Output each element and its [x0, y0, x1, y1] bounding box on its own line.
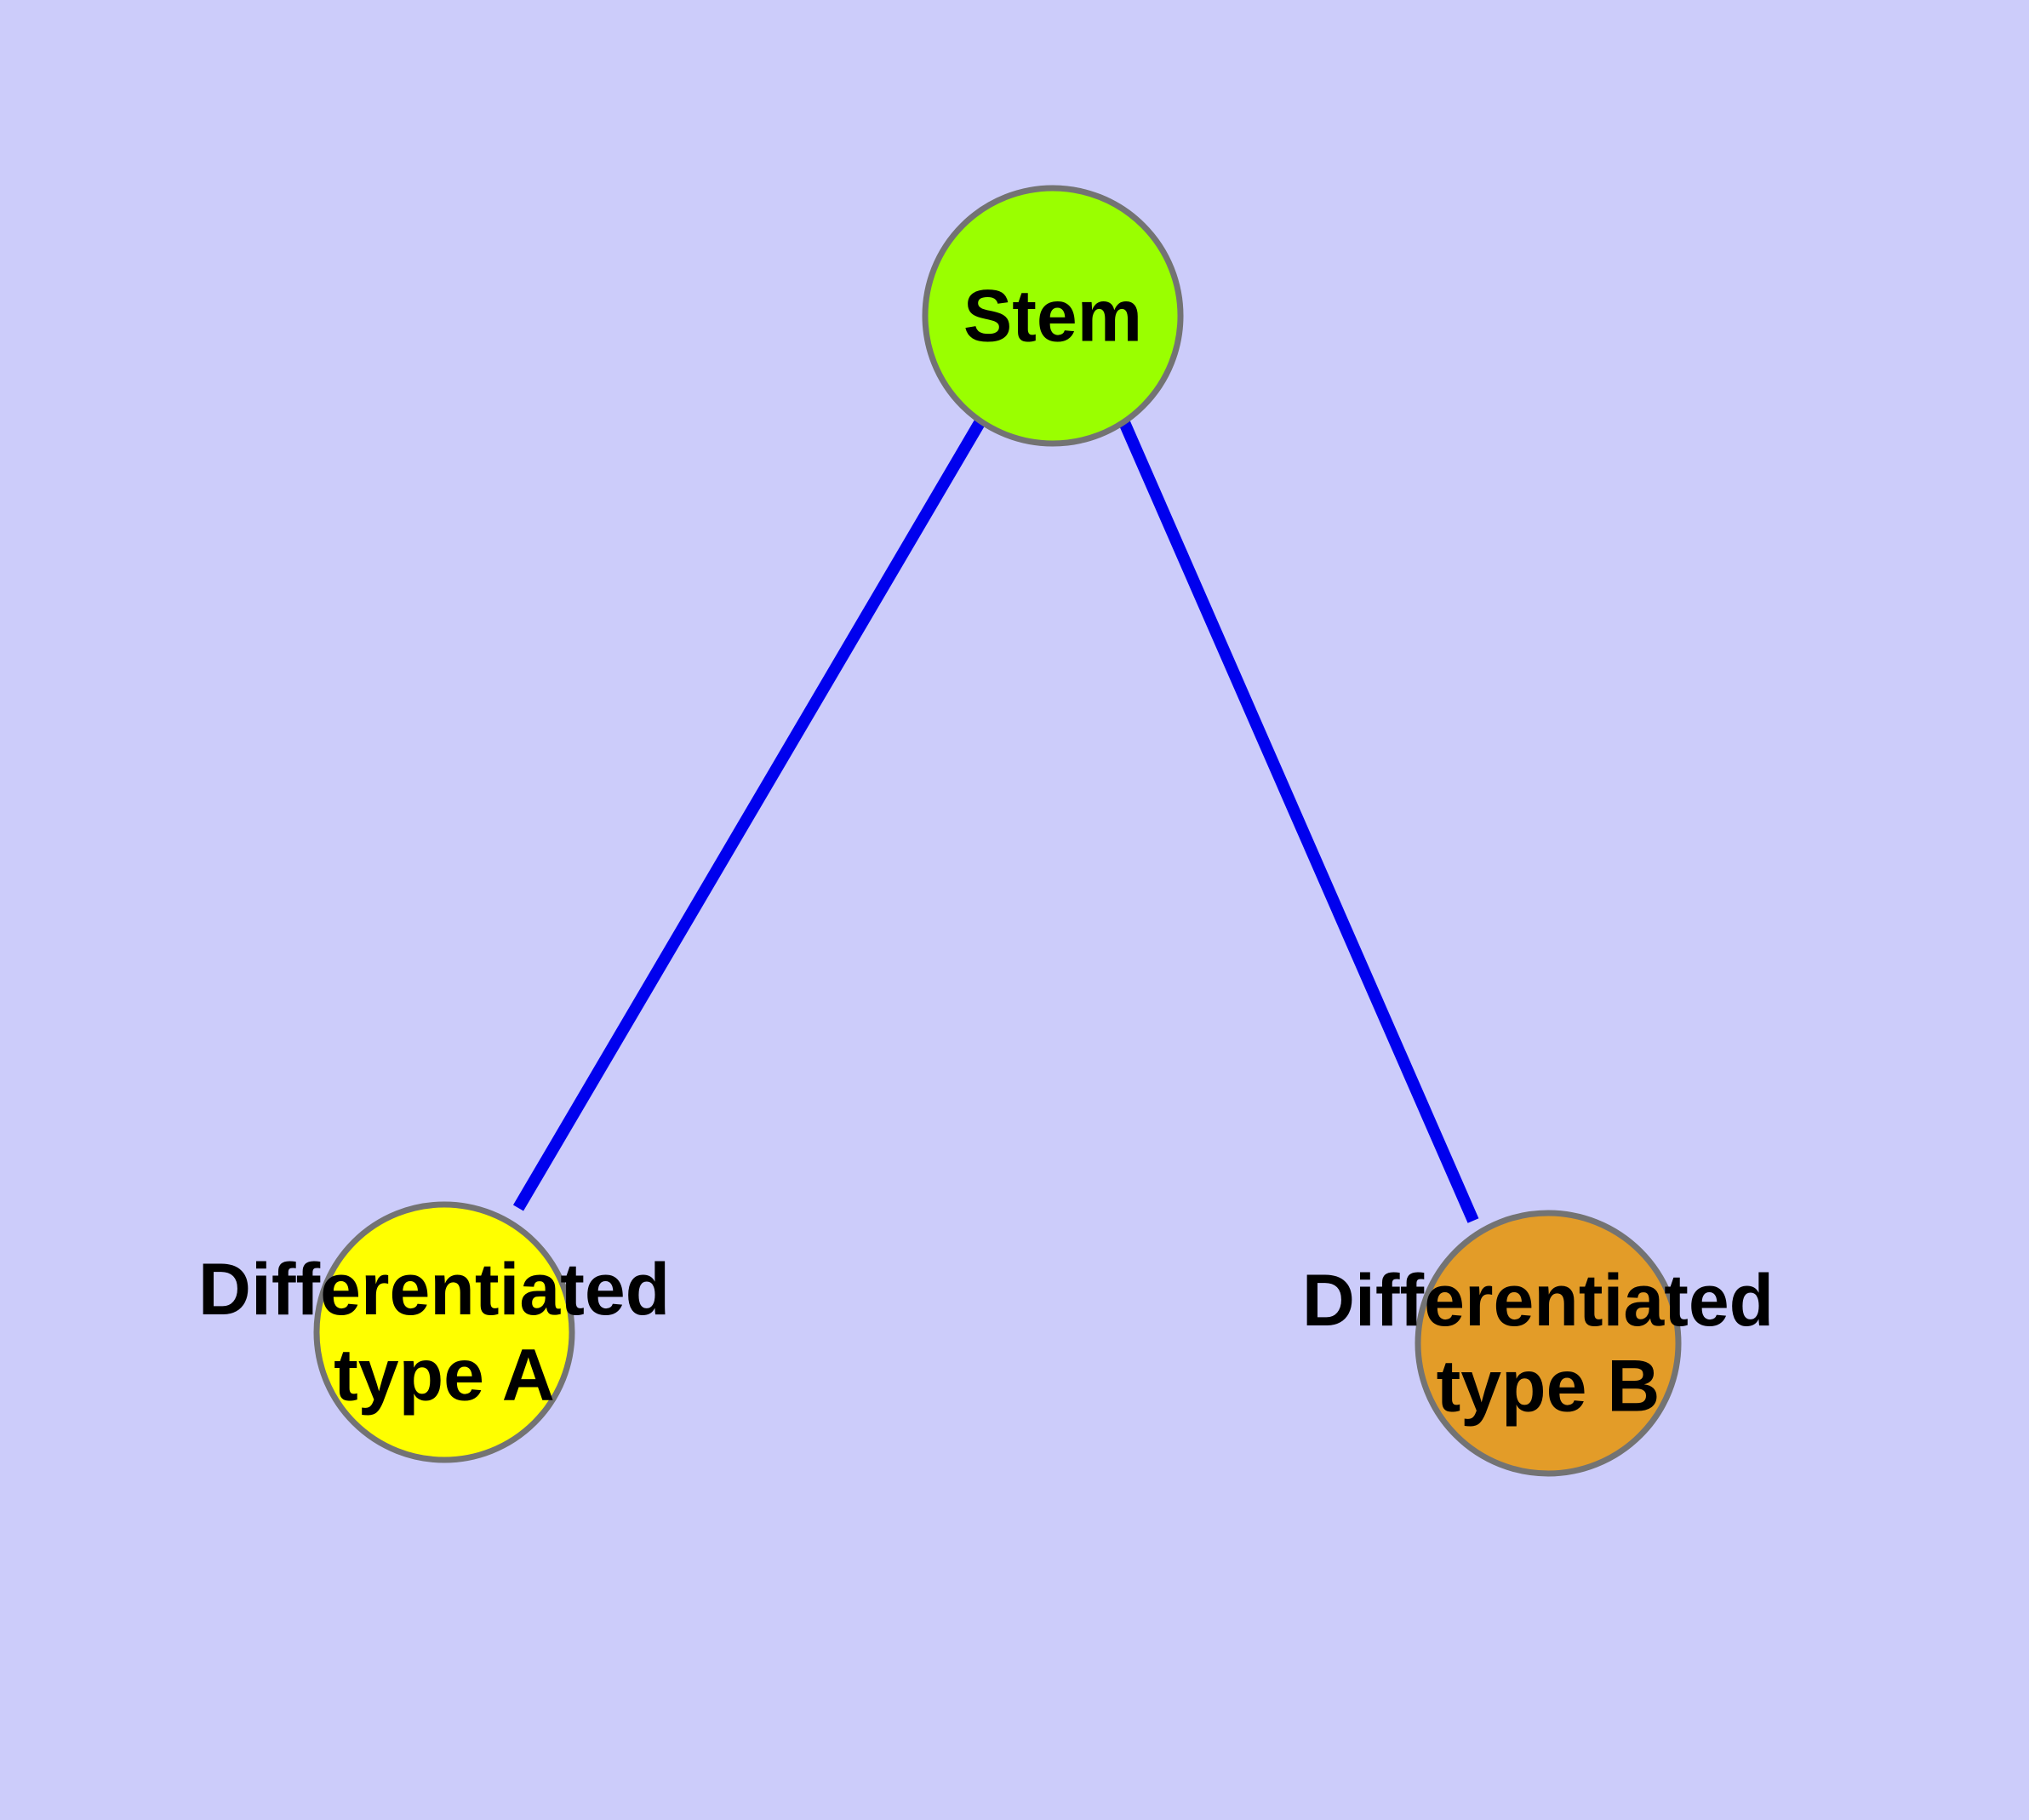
node-differentiated-type-a[interactable]: Differentiated type A: [198, 1201, 690, 1463]
node-stem-label-line-1: Stem: [963, 275, 1142, 357]
node-stem-circle[interactable]: [922, 185, 1184, 447]
edge-stem-to-differentiated-type-b: [1117, 418, 1479, 1223]
node-differentiated-type-b-label: Differentiated type B: [1302, 1254, 1794, 1427]
node-stem[interactable]: Stem: [922, 185, 1184, 447]
node-differentiated-type-b-circle[interactable]: [1415, 1210, 1682, 1477]
edge-layer: [512, 418, 1479, 1223]
node-differentiated-type-b-label-line-1: Differentiated: [1302, 1260, 1774, 1342]
node-layer: Stem Differentiated type A Differentiate…: [198, 185, 1794, 1477]
edge-stem-to-differentiated-type-a: [512, 418, 986, 1211]
node-differentiated-type-b-label-line-2: type B: [1437, 1345, 1660, 1427]
node-stem-label: Stem: [963, 275, 1142, 357]
node-differentiated-type-a-label: Differentiated type A: [198, 1243, 690, 1416]
node-differentiated-type-a-label-line-1: Differentiated: [198, 1249, 670, 1331]
node-differentiated-type-a-label-line-2: type A: [334, 1334, 555, 1416]
node-differentiated-type-b[interactable]: Differentiated type B: [1302, 1210, 1794, 1477]
node-differentiated-type-a-circle[interactable]: [313, 1201, 575, 1463]
